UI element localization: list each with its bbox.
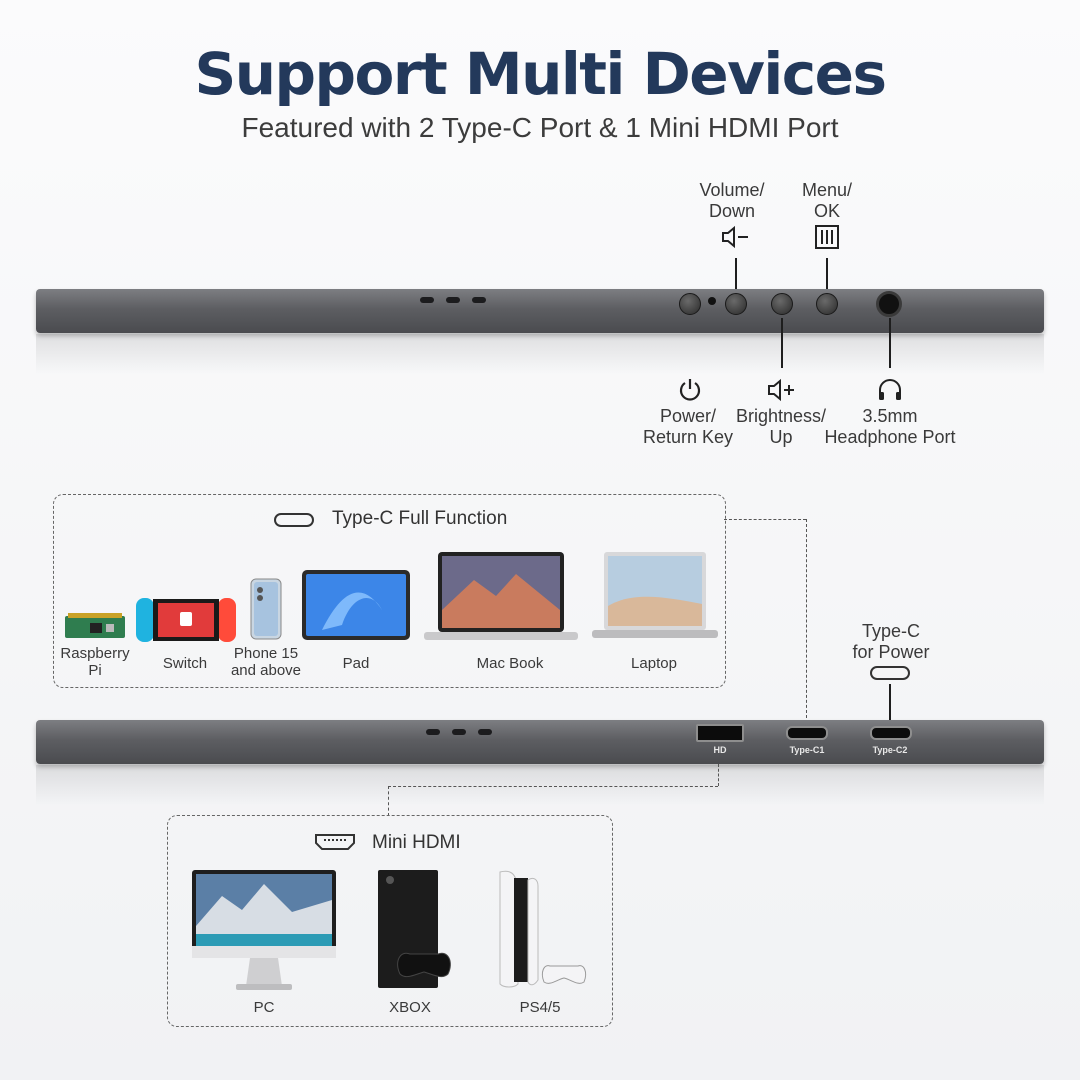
- vent-slot: [478, 729, 492, 735]
- typec2-port-label: Type-C2: [872, 745, 908, 755]
- vent-slot: [452, 729, 466, 735]
- playstation-icon: [494, 868, 590, 997]
- rpi-line-1: Raspberry: [60, 645, 130, 662]
- headphone-jack[interactable]: [876, 291, 902, 317]
- menu-icon: [814, 224, 840, 255]
- brightness-up-button[interactable]: [771, 293, 793, 315]
- mini-hdmi-box: [167, 815, 613, 1027]
- vent-slot: [420, 297, 434, 303]
- device-label-ps: PS4/5: [519, 999, 561, 1016]
- laptop-icon: [592, 552, 718, 645]
- tablet-icon: [302, 570, 410, 645]
- power-button[interactable]: [679, 293, 701, 315]
- power-port-line-1: Type-C: [861, 621, 921, 641]
- typec-function-box: [53, 494, 726, 688]
- vent-slot: [446, 297, 460, 303]
- xbox-icon: [376, 870, 464, 995]
- typec-power-label: Type-C for Power: [836, 621, 946, 663]
- device-label-macbook: Mac Book: [476, 655, 544, 672]
- menu-ok-button[interactable]: [816, 293, 838, 315]
- monitor-top-reflection: [36, 334, 1044, 374]
- menu-line-2: OK: [813, 201, 840, 221]
- typec1-port[interactable]: [786, 726, 828, 740]
- phone-line-2: and above: [230, 662, 302, 679]
- typec-power-icon: [870, 666, 910, 680]
- typec-connector-line: [724, 519, 806, 520]
- hdmi-connector-line: [718, 764, 719, 786]
- volume-down-label: Volume/ Down: [680, 180, 784, 222]
- device-label-phone: Phone 15 and above: [224, 645, 308, 679]
- menu-line-1: Menu/: [801, 180, 853, 200]
- typec-box-heading: Type-C Full Function: [332, 508, 508, 529]
- monitor-top-edge: [36, 289, 1044, 333]
- device-label-xbox: XBOX: [389, 999, 431, 1016]
- power-return-label: Power/ Return Key: [630, 406, 746, 448]
- headphone-line-1: 3.5mm: [862, 406, 918, 426]
- brightness-up-label: Brightness/ Up: [728, 406, 834, 448]
- page-subtitle: Featured with 2 Type-C Port & 1 Mini HDM…: [241, 112, 839, 143]
- hdmi-connector-line: [388, 786, 389, 816]
- macbook-icon: [424, 552, 578, 647]
- device-label-pad: Pad: [342, 655, 370, 672]
- brightness-line-2: Up: [769, 427, 793, 447]
- hdmi-box-heading: Mini HDMI: [372, 832, 461, 853]
- rpi-line-2: Pi: [88, 662, 102, 679]
- desktop-pc-icon: [192, 870, 336, 997]
- phone-icon: [250, 578, 282, 645]
- power-port-line-2: for Power: [852, 642, 930, 662]
- menu-pointer-line: [826, 258, 828, 294]
- typec-port-icon: [274, 513, 314, 527]
- hdmi-port-label: HD: [713, 745, 727, 755]
- power-icon: [676, 376, 704, 409]
- device-label-pc: PC: [253, 999, 275, 1016]
- brightness-line-1: Brightness/: [735, 406, 827, 426]
- device-label-raspberry-pi: Raspberry Pi: [50, 645, 140, 679]
- volume-line-2: Down: [708, 201, 756, 221]
- typec2-port[interactable]: [870, 726, 912, 740]
- raspberry-pi-icon: [64, 612, 126, 645]
- monitor-bottom-reflection: [36, 765, 1044, 805]
- page-title: Support Multi Devices: [194, 40, 887, 108]
- headphone-pointer-line: [889, 318, 891, 368]
- headphone-port-label: 3.5mm Headphone Port: [816, 406, 964, 448]
- brightness-pointer-line: [781, 318, 783, 368]
- vent-slot: [472, 297, 486, 303]
- power-line-2: Return Key: [642, 427, 734, 447]
- headphone-icon: [876, 376, 904, 409]
- indicator-led: [708, 297, 716, 305]
- device-label-switch: Switch: [162, 655, 208, 672]
- device-label-laptop: Laptop: [631, 655, 677, 672]
- headphone-line-2: Headphone Port: [824, 427, 956, 447]
- typec1-port-label: Type-C1: [789, 745, 825, 755]
- volume-line-1: Volume/: [699, 180, 765, 200]
- volume-down-icon: [720, 224, 752, 255]
- mini-hdmi-icon: [314, 833, 356, 856]
- phone-line-1: Phone 15: [233, 645, 299, 662]
- nintendo-switch-icon: [136, 598, 236, 647]
- typec-connector-line: [806, 519, 807, 723]
- volume-pointer-line: [735, 258, 737, 294]
- vent-slot: [426, 729, 440, 735]
- menu-ok-label: Menu/ OK: [780, 180, 874, 222]
- hdmi-connector-line: [388, 786, 718, 787]
- volume-up-icon: [766, 376, 798, 409]
- mini-hdmi-port[interactable]: [696, 724, 744, 742]
- volume-down-button[interactable]: [725, 293, 747, 315]
- typec-power-pointer-line: [889, 684, 891, 724]
- power-line-1: Power/: [659, 406, 717, 426]
